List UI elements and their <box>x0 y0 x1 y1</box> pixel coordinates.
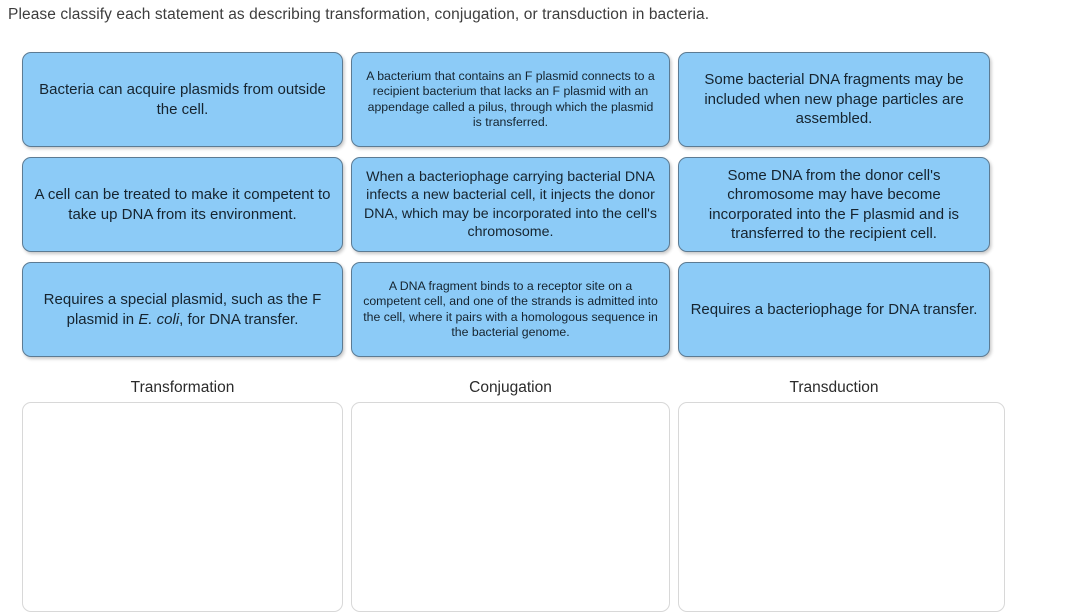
draggable-card[interactable]: Requires a bacteriophage for DNA transfe… <box>678 262 990 357</box>
drop-zone-conjugation[interactable] <box>351 402 670 612</box>
drop-zone-transduction[interactable] <box>678 402 1005 612</box>
card-label: Bacteria can acquire plasmids from outsi… <box>39 81 326 118</box>
draggable-card[interactable]: A bacterium that contains an F plasmid c… <box>351 52 670 147</box>
category-label-transduction: Transduction <box>789 379 879 396</box>
card-label: A DNA fragment binds to a receptor site … <box>363 278 658 340</box>
category-label-transformation: Transformation <box>130 379 235 396</box>
page-title: Please classify each statement as descri… <box>8 6 710 23</box>
card-label-species: E. coli <box>138 310 180 328</box>
drop-zones <box>0 402 1080 612</box>
category-label-conjugation: Conjugation <box>469 379 552 396</box>
card-label: Requires a special plasmid, such as the … <box>33 290 332 329</box>
card-label: Some DNA from the donor cell's chromosom… <box>708 166 960 243</box>
card-label-part2: , for DNA transfer. <box>179 310 299 328</box>
draggable-card[interactable]: Some bacterial DNA fragments may be incl… <box>678 52 990 147</box>
card-label: Some bacterial DNA fragments may be incl… <box>704 71 964 128</box>
draggable-card[interactable]: When a bacteriophage carrying bacterial … <box>351 157 670 252</box>
draggable-card[interactable]: A cell can be treated to make it compete… <box>22 157 343 252</box>
card-row-1: Bacteria can acquire plasmids from outsi… <box>0 52 1080 157</box>
drop-zone-transformation[interactable] <box>22 402 343 612</box>
draggable-card-grid: Bacteria can acquire plasmids from outsi… <box>0 52 1080 367</box>
card-label: Requires a bacteriophage for DNA transfe… <box>690 300 978 318</box>
card-label: A bacterium that contains an F plasmid c… <box>366 68 655 130</box>
category-labels: Transformation Conjugation Transduction <box>0 377 1080 403</box>
card-label: When a bacteriophage carrying bacterial … <box>364 168 657 241</box>
draggable-card[interactable]: A DNA fragment binds to a receptor site … <box>351 262 670 357</box>
draggable-card[interactable]: Bacteria can acquire plasmids from outsi… <box>22 52 343 147</box>
card-row-3: Requires a special plasmid, such as the … <box>0 262 1080 367</box>
card-label-part1: Requires a special plasmid, such as the … <box>43 291 322 328</box>
card-label: A cell can be treated to make it compete… <box>34 186 331 223</box>
draggable-card[interactable]: Some DNA from the donor cell's chromosom… <box>678 157 990 252</box>
draggable-card[interactable]: Requires a special plasmid, such as the … <box>22 262 343 357</box>
card-row-2: A cell can be treated to make it compete… <box>0 157 1080 262</box>
